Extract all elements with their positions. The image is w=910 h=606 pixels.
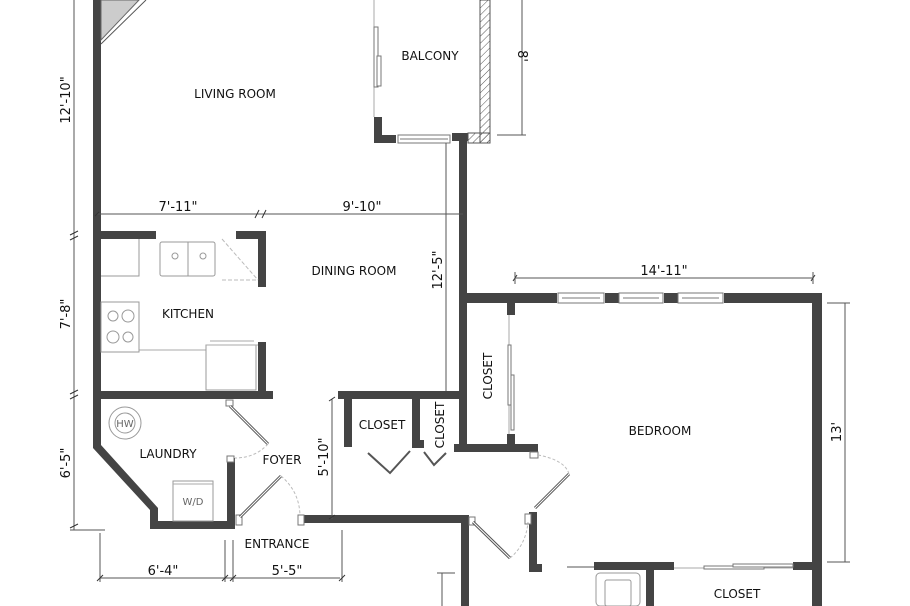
label-dining-room: DINING ROOM bbox=[312, 264, 397, 278]
dim-balcony-height: 8' bbox=[514, 50, 529, 62]
label-bedroom: BEDROOM bbox=[629, 424, 692, 438]
label-entrance: ENTRANCE bbox=[245, 537, 310, 551]
label-laundry: LAUNDRY bbox=[139, 447, 197, 461]
label-closet-hall-1: CLOSET bbox=[359, 418, 406, 432]
doors bbox=[225, 399, 571, 560]
dimension-labels: 12'-10" 8' 7'-11" 9'-10" 7'-8" 12'-5" 6'… bbox=[59, 50, 845, 579]
stove-icon bbox=[100, 301, 140, 353]
dim-bedroom-height: 13' bbox=[830, 422, 845, 442]
label-balcony: BALCONY bbox=[401, 49, 459, 63]
label-closet-bedroom-side: CLOSET bbox=[481, 352, 495, 399]
dim-laundry-height: 6'-5" bbox=[59, 448, 74, 479]
dimension-lines bbox=[69, 0, 850, 606]
walls bbox=[93, 0, 822, 606]
washer-dryer-icon bbox=[172, 480, 214, 522]
laundry-fixtures bbox=[108, 406, 214, 522]
dim-living-height: 12'-10" bbox=[59, 76, 74, 123]
label-closet-bottom: CLOSET bbox=[714, 587, 761, 601]
refrigerator-icon bbox=[205, 344, 257, 391]
label-water-heater: HW bbox=[116, 419, 134, 430]
windows bbox=[373, 0, 794, 570]
dim-bedroom-width: 14'-11" bbox=[640, 264, 687, 279]
kitchen-fixtures bbox=[100, 0, 259, 391]
dim-entrance-width: 5'-5" bbox=[272, 564, 303, 579]
balcony-railing bbox=[467, 0, 491, 144]
room-labels: LIVING ROOM BALCONY DINING ROOM KITCHEN … bbox=[116, 49, 761, 601]
dim-kitchen-height: 7'-8" bbox=[59, 299, 74, 330]
dim-dining-width: 9'-10" bbox=[342, 200, 381, 215]
bath-fixtures bbox=[595, 572, 641, 606]
label-kitchen: KITCHEN bbox=[162, 307, 214, 321]
label-living-room: LIVING ROOM bbox=[194, 87, 276, 101]
dim-dining-height: 12'-5" bbox=[431, 250, 446, 289]
label-closet-hall-2: CLOSET bbox=[433, 401, 447, 448]
label-washer-dryer: W/D bbox=[183, 497, 204, 508]
dim-kitchen-width: 7'-11" bbox=[158, 200, 197, 215]
dim-laundry-width: 6'-4" bbox=[148, 564, 179, 579]
dim-foyer-height: 5'-10" bbox=[317, 437, 332, 476]
label-foyer: FOYER bbox=[263, 453, 302, 467]
